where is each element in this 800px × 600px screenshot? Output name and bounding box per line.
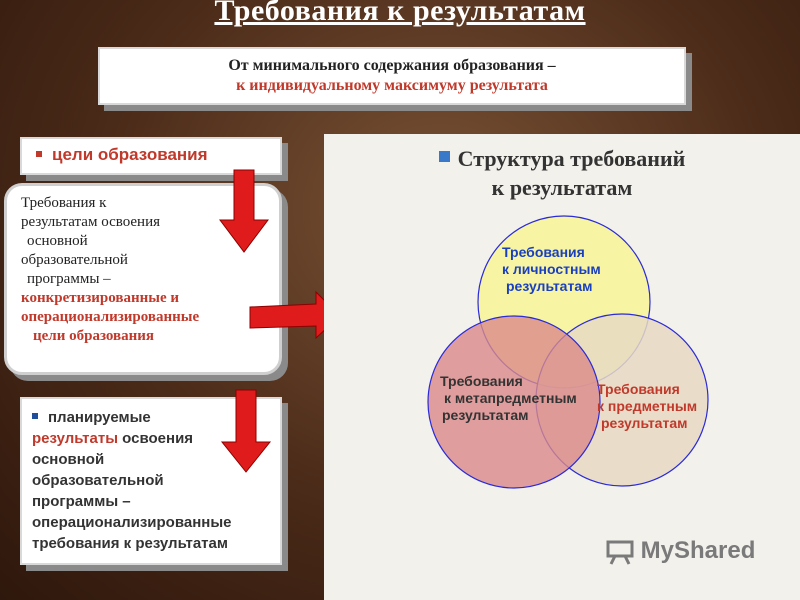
label-line: к предметным <box>597 398 698 414</box>
subject-results-label: Требования к предметным результатам <box>597 381 697 432</box>
watermark: MyShared <box>606 537 755 565</box>
square-bullet-icon <box>32 413 38 420</box>
planned-line: операционализированные <box>32 514 232 531</box>
structure-title: Структура требований к результатам <box>324 144 800 202</box>
presentation-board-icon <box>606 540 634 565</box>
label-line: Требования <box>440 373 523 389</box>
planned-line-2a: результаты <box>32 430 119 447</box>
goals-box: цели образования <box>20 137 282 175</box>
label-line: к метапредметным <box>444 390 577 406</box>
planned-line: основной <box>32 451 105 468</box>
red-arrow-icon <box>220 389 272 473</box>
req-line-accent: операционализированные <box>21 309 200 325</box>
label-line: Требования <box>597 381 680 397</box>
planned-line-2b: освоения <box>118 430 194 447</box>
label-line: результатам <box>442 407 529 423</box>
goals-label: цели образования <box>52 145 208 164</box>
planned-line: планируемые <box>32 407 282 428</box>
planned-text: планируемые результаты освоения основной… <box>32 407 282 554</box>
req-line: основной <box>27 233 88 249</box>
personal-results-label: Требования к личностным результатам <box>502 244 601 295</box>
req-line-accent: конкретизированные и <box>21 290 180 306</box>
planned-line: требования к результатам <box>32 535 228 552</box>
square-bullet-icon <box>36 150 42 157</box>
label-line: результатам <box>601 415 688 431</box>
label-line: Требования <box>502 244 585 260</box>
label-line: к личностным <box>502 261 601 277</box>
subtitle-box: От минимального содержания образования –… <box>98 47 686 105</box>
planned-line: образовательной <box>32 472 164 489</box>
label-line: результатам <box>506 278 593 294</box>
goals-label-wrap: цели образования <box>36 145 208 165</box>
req-line-accent: цели образования <box>33 328 155 344</box>
subtitle-line-1: От минимального содержания образования – <box>228 57 556 74</box>
req-line: образовательной <box>21 252 128 268</box>
planned-line-1: планируемые <box>48 409 151 426</box>
req-line: программы – <box>27 271 111 287</box>
req-line: Требования к <box>21 195 107 211</box>
planned-line: результаты освоения <box>32 428 282 449</box>
requirements-box: Требования к результатам освоения основн… <box>4 183 282 375</box>
requirements-text: Требования к результатам освоения основн… <box>21 194 281 346</box>
planned-line: программы – <box>32 493 131 510</box>
structure-title-line-2: к результатам <box>491 175 633 200</box>
watermark-text: MyShared <box>640 537 756 564</box>
meta-results-label: Требования к метапредметным результатам <box>440 373 577 424</box>
square-bullet-icon <box>438 151 450 162</box>
meta-results-circle <box>427 315 601 489</box>
slide-title: Требования к результатам <box>214 0 586 27</box>
req-line: результатам освоения <box>21 214 160 230</box>
red-arrow-icon <box>219 169 269 253</box>
subtitle-line-2: к индивидуальному максимуму результата <box>236 77 548 94</box>
structure-title-line-1: Структура требований <box>457 146 686 171</box>
